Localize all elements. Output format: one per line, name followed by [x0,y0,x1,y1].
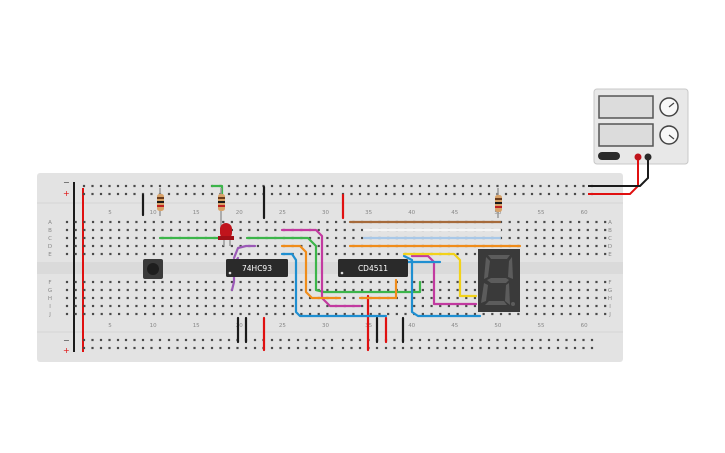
power-supply-icon[interactable] [593,88,689,165]
row-letter: B [48,228,52,234]
seven-segment-display-icon[interactable] [478,249,520,312]
row-letter: D [48,244,52,250]
wire-blue[interactable] [402,254,482,318]
row-letter: D [608,244,612,250]
column-number: 55 [538,323,545,329]
supply-lead-red[interactable] [588,160,639,195]
row-letter: F [48,280,51,286]
wire-orange[interactable] [280,244,342,300]
row-letter: F [608,280,611,286]
wire-green[interactable] [338,280,422,294]
wire-blue[interactable] [280,252,388,318]
column-number: 45 [451,323,458,329]
column-number: 30 [322,323,329,329]
row-letter: C [608,236,612,242]
column-number: 30 [322,210,329,216]
rail-minus-bottom: − [63,336,70,345]
row-letter: A [608,220,612,226]
wires[interactable] [141,184,522,352]
negative-terminal[interactable] [644,153,652,161]
column-number: 20 [236,323,243,329]
column-number: 10 [150,323,157,329]
row-letter: E [48,252,52,258]
wire-orange[interactable] [358,278,398,300]
column-number: 25 [279,210,286,216]
column-number: 10 [150,210,157,216]
wire-yellow[interactable] [402,252,478,298]
row-letter: H [48,296,52,302]
column-number: 45 [451,210,458,216]
column-number: 60 [581,210,588,216]
rail-plus-bottom: + [63,346,70,355]
row-letter: C [48,236,52,242]
chip-74hc93[interactable]: 74HC93 [226,259,288,277]
wire-purple[interactable] [232,244,257,260]
row-letter: I [609,304,611,310]
resistor-icon[interactable] [495,188,502,218]
pushbutton-icon[interactable] [143,259,163,279]
wire-magenta[interactable] [280,228,362,308]
rail-minus-top: − [63,178,70,187]
column-number: 55 [538,210,545,216]
resistor-icon[interactable] [157,188,164,216]
column-number: 15 [193,210,200,216]
column-number: 15 [193,323,200,329]
row-letter: G [608,288,612,294]
chip1-label: 74HC93 [242,264,272,273]
column-number: 40 [408,210,415,216]
supply-lead-black[interactable] [588,160,649,187]
row-letter: G [48,288,52,294]
column-number: 5 [108,210,112,216]
rail-plus-top: + [63,189,70,198]
row-letter: J [48,312,51,318]
supply-voltage-screen [598,95,654,119]
column-number: 20 [236,210,243,216]
row-letter: E [608,252,612,258]
resistor-icon[interactable] [218,188,225,230]
column-number: 40 [408,323,415,329]
column-number: 25 [279,323,286,329]
column-number: 60 [581,323,588,329]
row-letter: B [608,228,612,234]
wire-green[interactable] [210,184,224,198]
column-number: 35 [365,210,372,216]
supply-power-switch[interactable] [598,152,620,160]
wire-green[interactable] [245,236,342,294]
supply-current-screen [598,123,654,147]
column-number: 50 [494,323,501,329]
positive-terminal[interactable] [634,153,642,161]
row-letter: I [49,304,51,310]
row-letter: A [48,220,52,226]
row-letter: H [608,296,612,302]
column-number: 5 [108,323,112,329]
chip2-label: CD4511 [358,264,388,273]
chip-cd4511[interactable]: CD4511 [338,259,408,277]
row-letter: J [608,312,611,318]
red-led-icon[interactable] [218,223,234,246]
